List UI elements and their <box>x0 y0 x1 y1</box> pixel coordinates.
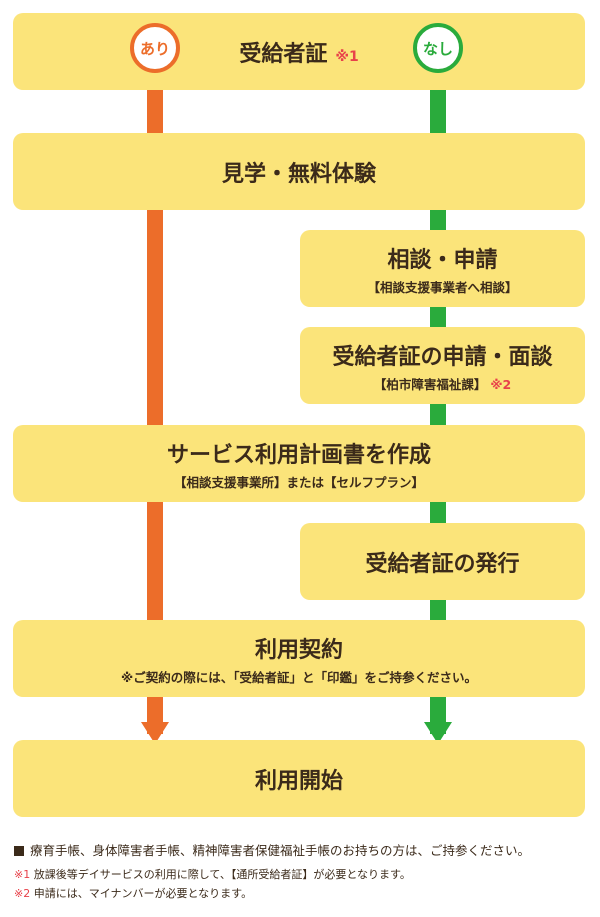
no-arrow-head <box>424 722 452 744</box>
footnote-2-mark: ※2 <box>14 887 31 900</box>
badge-yes: あり <box>130 23 180 73</box>
footnote-1-mark: ※1 <box>14 868 31 881</box>
step-certificate-title: 受給者証 <box>239 41 328 67</box>
footnote-2: ※2 申請には、マイナンバーが必要となります。 <box>14 885 252 901</box>
footnote-1-text: 放課後等デイサービスの利用に際して、【通所受給者証】が必要となります。 <box>33 868 411 881</box>
step-tour: 見学・無料体験 <box>13 133 585 210</box>
footnote-2-text: 申請には、マイナンバーが必要となります。 <box>33 887 253 900</box>
step-start: 利用開始 <box>13 740 585 817</box>
badge-no: なし <box>413 23 463 73</box>
square-bullet-icon <box>14 846 24 856</box>
footnote-bullet-text: 療育手帳、身体障害者手帳、精神障害者保健福祉手帳のお持ちの方は、ご持参ください。 <box>30 843 531 858</box>
step-apply: 受給者証の申請・面談 【柏市障害福祉課】※2 <box>300 327 585 404</box>
step-plan: サービス利用計画書を作成 【相談支援事業所】または【セルフプラン】 <box>13 425 585 502</box>
step-plan-sub: 【相談支援事業所】または【セルフプラン】 <box>173 474 424 490</box>
step-tour-title: 見学・無料体験 <box>221 161 376 187</box>
step-contract: 利用契約 ※ご契約の際には、「受給者証」と「印鑑」をご持参ください。 <box>13 620 585 697</box>
yes-arrow-head <box>141 722 169 744</box>
step-consult-sub: 【相談支援事業者へ相談】 <box>367 279 518 295</box>
step-issue-title: 受給者証の発行 <box>365 551 520 577</box>
step-consult: 相談・申請 【相談支援事業者へ相談】 <box>300 230 585 307</box>
step-apply-sub: 【柏市障害福祉課】 <box>373 376 487 392</box>
step-certificate: 受給者証 ※1 <box>13 13 585 90</box>
step-consult-title: 相談・申請 <box>387 247 498 273</box>
yes-flow-line <box>147 48 163 734</box>
step-issue: 受給者証の発行 <box>300 523 585 600</box>
step-apply-title: 受給者証の申請・面談 <box>332 344 553 370</box>
step-contract-title: 利用契約 <box>254 637 343 663</box>
footnote-1: ※1 放課後等デイサービスの利用に際して、【通所受給者証】が必要となります。 <box>14 866 411 882</box>
step-plan-title: サービス利用計画書を作成 <box>166 442 431 468</box>
step-start-title: 利用開始 <box>254 768 343 794</box>
step-contract-sub: ※ご契約の際には、「受給者証」と「印鑑」をご持参ください。 <box>121 669 477 685</box>
step-apply-mark: ※2 <box>490 376 512 392</box>
footnote-bullet: 療育手帳、身体障害者手帳、精神障害者保健福祉手帳のお持ちの方は、ご持参ください。 <box>14 840 530 859</box>
step-certificate-mark: ※1 <box>335 48 359 65</box>
